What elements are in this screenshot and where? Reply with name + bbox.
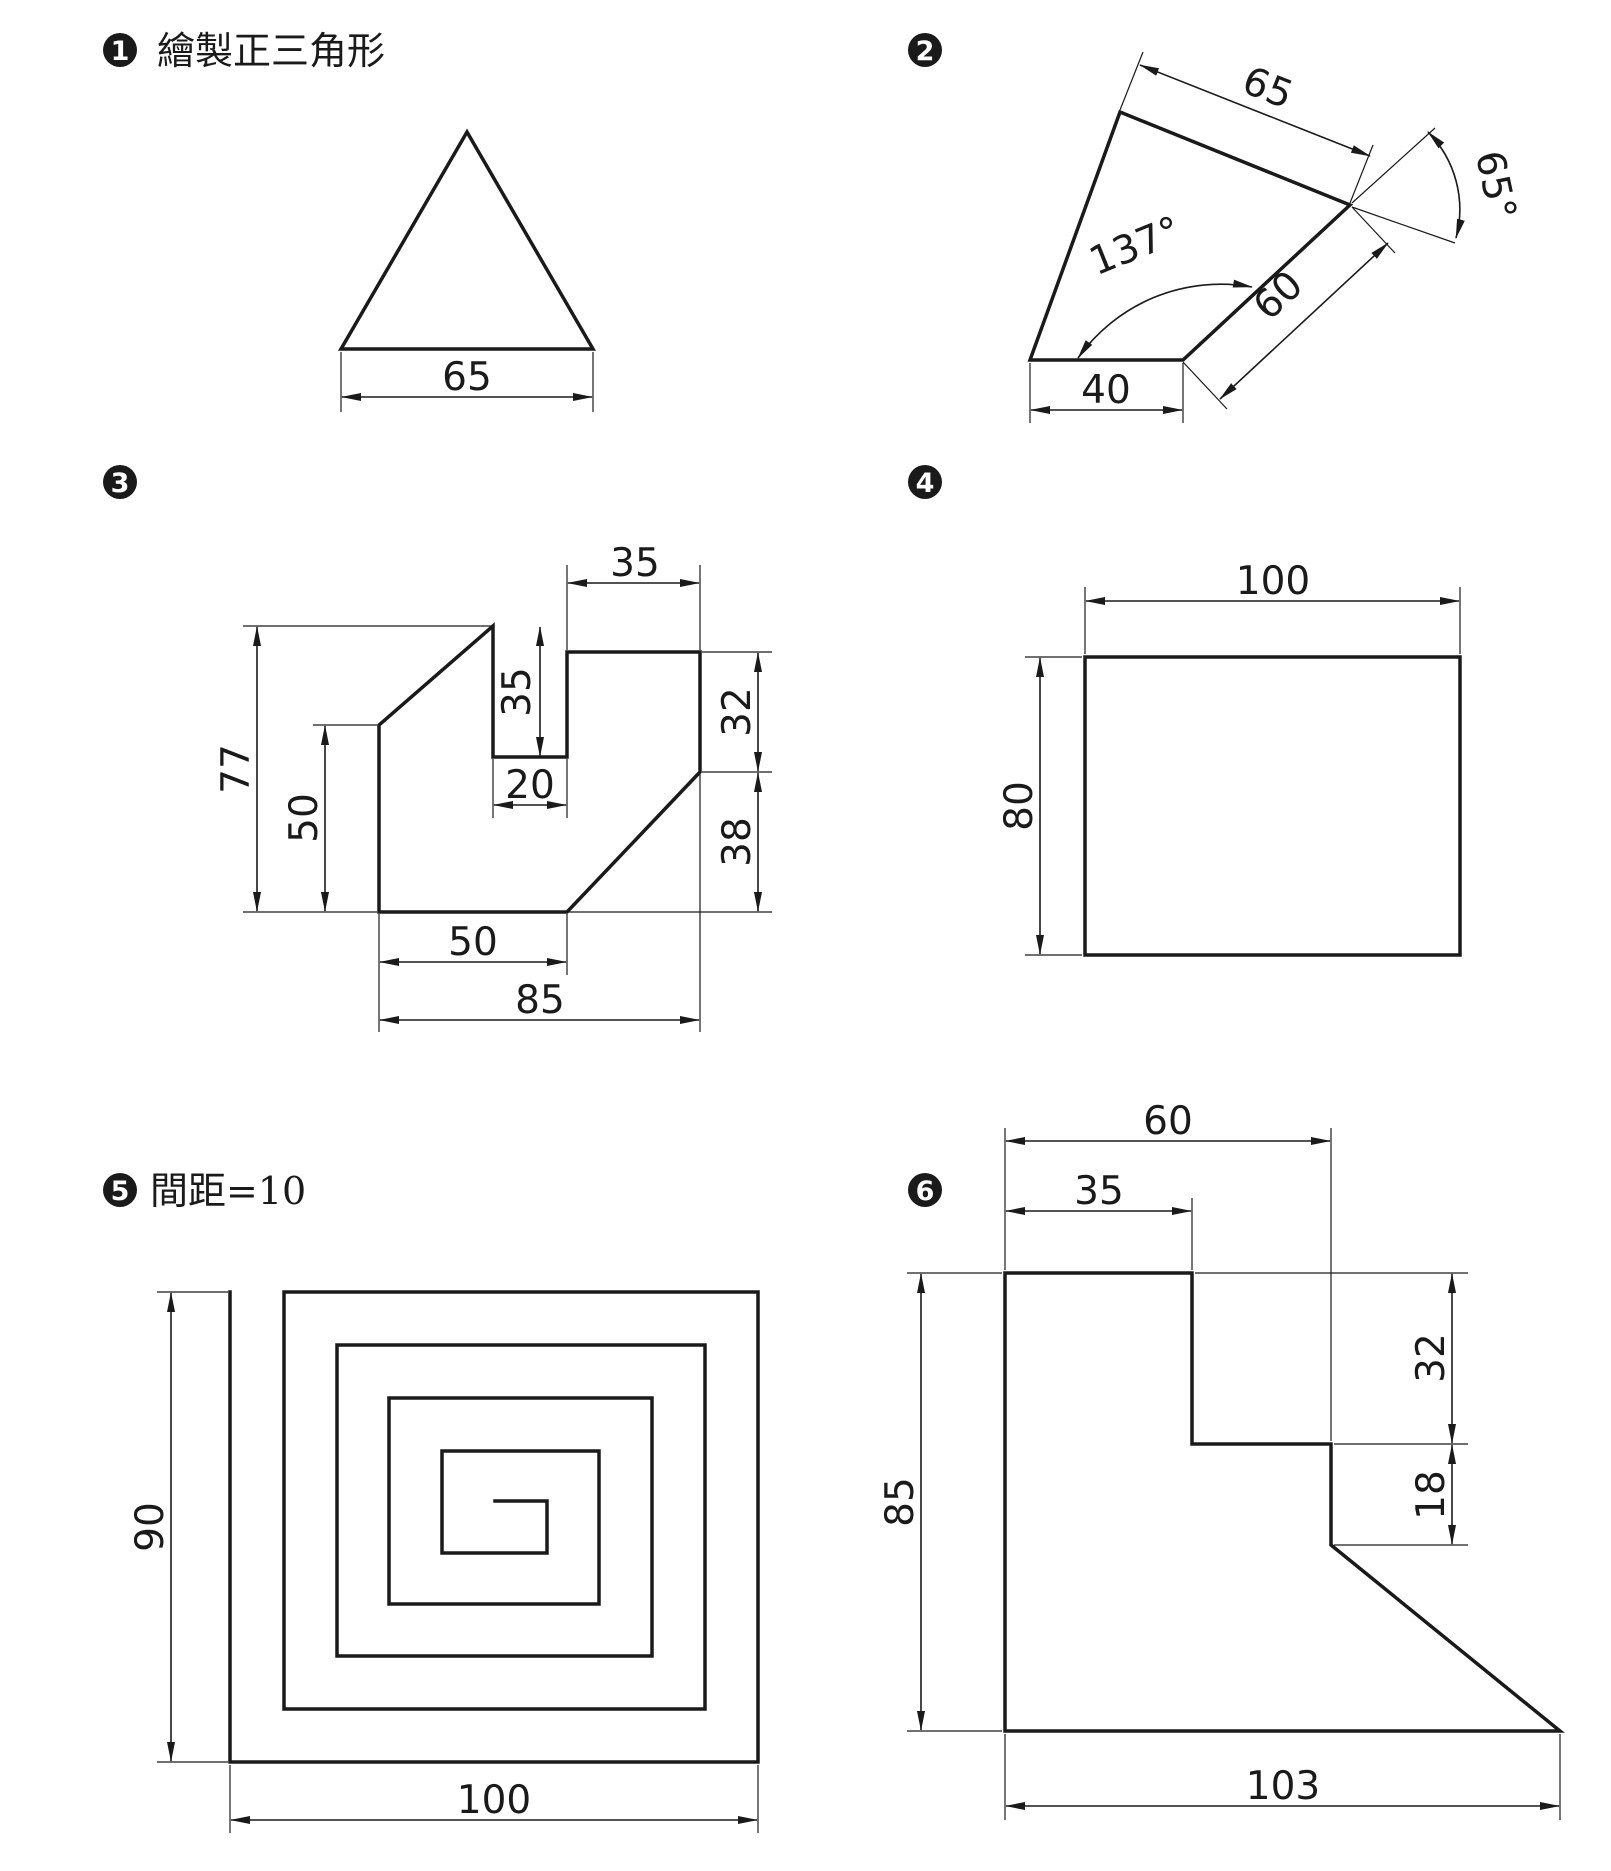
extension-line (1351, 127, 1436, 204)
figure-2-badge-number: 2 (916, 36, 935, 67)
extension-line (1351, 206, 1456, 244)
dimension-width-label: 103 (1246, 1764, 1320, 1809)
dimension-top-step-label: 35 (1074, 1169, 1124, 1214)
figure-1-title: 繪製正三角形 (157, 29, 385, 73)
dimension-side-label: 60 (1245, 262, 1312, 329)
figure-3-badge-number: 3 (111, 468, 130, 499)
dimension-height-label: 90 (128, 1502, 173, 1552)
figure-6-badge (908, 1173, 942, 1207)
dimension-top-label: 35 (610, 541, 660, 586)
dimension-top-total-label: 60 (1143, 1099, 1193, 1144)
dimension-base-label: 65 (442, 355, 492, 400)
dimension-right-lower-label: 38 (715, 817, 760, 867)
figure-2-badge (908, 33, 942, 67)
dimension-width-label: 100 (457, 1778, 531, 1823)
dimension-line-top (1139, 64, 1371, 157)
extension-line (1182, 361, 1228, 410)
dimension-right-lower-label: 18 (1409, 1470, 1454, 1520)
figure-1-badge-number: 1 (111, 36, 130, 67)
figure-5: 5 間距=10 90 100 (103, 1169, 760, 1833)
dimension-width-label: 100 (1236, 559, 1310, 604)
dimension-base-label: 40 (1081, 368, 1131, 413)
dimension-left-height-label: 50 (282, 793, 327, 843)
figure-5-title: 間距=10 (150, 1169, 306, 1213)
figure-6-badge-number: 6 (916, 1176, 935, 1207)
dimension-right-upper-label: 32 (1409, 1333, 1454, 1383)
equilateral-triangle (337, 128, 597, 351)
dimension-right-upper-label: 32 (715, 687, 760, 737)
figure-4-badge-number: 4 (916, 468, 935, 499)
extension-line (1119, 51, 1144, 111)
angle-right-label: 65° (1466, 147, 1524, 224)
dimension-height-label: 85 (878, 1477, 923, 1527)
figure-5-badge (103, 1173, 137, 1207)
figure-4: 4 100 80 (908, 465, 1462, 957)
dimension-line-side (1219, 242, 1389, 400)
angle-arc-right (1427, 131, 1465, 239)
figure-4-badge (908, 465, 942, 499)
notched-plate-shape (377, 622, 702, 914)
figure-6: 6 60 35 32 18 85 103 (878, 1099, 1565, 1820)
dimension-total-width-label: 85 (515, 978, 565, 1023)
angle-inner-label: 137° (1083, 208, 1187, 285)
figure-5-badge-number: 5 (111, 1176, 130, 1207)
figure-1-badge (103, 33, 137, 67)
dimension-slot-depth-label: 35 (495, 667, 540, 717)
figure-2: 2 65 65° 137° 60 40 (908, 33, 1524, 423)
rectangle-shape (1083, 655, 1462, 957)
figure-3: 3 35 35 20 32 38 77 50 (103, 465, 772, 1032)
dimension-height-label: 80 (997, 781, 1042, 831)
stepped-block-shape (1003, 1271, 1565, 1733)
square-spiral-shape (228, 1290, 760, 1764)
dimension-slot-width-label: 20 (505, 763, 555, 808)
dimension-top-label: 65 (1236, 58, 1299, 118)
figure-3-badge (103, 465, 137, 499)
dimension-height-label: 77 (214, 744, 259, 794)
dimension-bottom-flat-label: 50 (448, 920, 498, 965)
quadrilateral-shape (1027, 109, 1354, 362)
figure-1: 1 繪製正三角形 65 (103, 29, 597, 412)
